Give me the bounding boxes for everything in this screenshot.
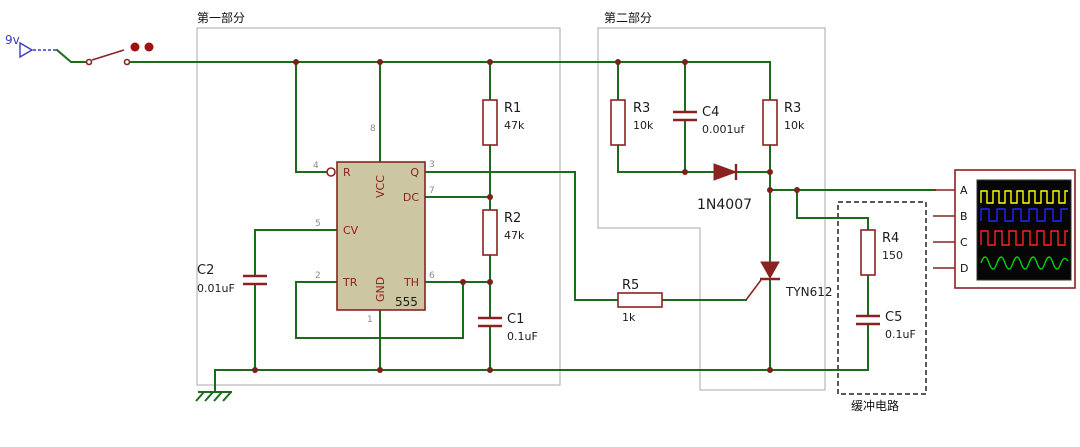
r4-value: 150 [882,249,903,262]
resistor-r5[interactable]: R5 1k [617,278,663,324]
resistor-r3a[interactable]: R3 10k [610,99,654,146]
switch-pole [85,58,93,66]
pin-label-dc: DC [403,191,419,204]
pin-number-3: 3 [429,160,435,170]
trace-green [980,256,1069,270]
power-label: 9v [5,33,20,47]
capacitor-c5[interactable]: C5 0.1uF [856,310,916,341]
ic-name: 555 [395,295,418,309]
diode-anode-icon [713,163,738,181]
scope-channel-c-label: C [960,236,968,249]
pin-number-8: 8 [370,124,376,134]
ground-symbol [195,370,232,402]
pin-number-6: 6 [429,271,435,281]
resistor-r3b[interactable]: R3 10k [762,99,805,146]
r2-value: 47k [504,229,525,242]
section-frames: 第一部分 第二部分 缓冲电路 [196,10,927,413]
oscilloscope[interactable]: A B C D [933,169,1076,289]
r3a-value: 10k [633,119,654,132]
r3b-value: 10k [784,119,805,132]
r5-ref: R5 [622,278,639,293]
scope-channel-a-label: A [960,184,968,197]
scr-triangle-icon [760,261,780,280]
pin-label-cv: CV [343,224,359,237]
r1-ref: R1 [504,101,521,116]
scope-screen [976,179,1072,281]
pin-number-7: 7 [429,186,435,196]
resistor-r1[interactable]: R1 47k [482,99,525,146]
power-source[interactable]: 9v [5,33,57,59]
r1-value: 47k [504,119,525,132]
pin-number-4: 4 [313,161,319,171]
part2-label: 第二部分 [604,10,652,25]
pin-label-vcc: VCC [374,175,387,198]
r2-ref: R2 [504,211,521,226]
scr-tyn612[interactable]: TYN612 [745,261,833,301]
resistor-r2[interactable]: R2 47k [482,209,525,256]
c5-value: 0.1uF [885,328,916,341]
trace-red [980,230,1068,246]
part1-label: 第一部分 [197,10,245,25]
c5-ref: C5 [885,310,902,325]
resistor-r4[interactable]: R4 150 [860,229,903,276]
r3a-ref: R3 [633,101,650,116]
r3b-ref: R3 [784,101,801,116]
ic-555[interactable]: R VCC Q DC CV TR GND TH 555 8 4 3 7 5 2 … [313,124,435,325]
r4-ref: R4 [882,231,899,246]
pin-label-gnd: GND [374,277,387,302]
switch-lever[interactable] [91,49,125,61]
pin-number-5: 5 [315,219,321,229]
scope-channel-b-label: B [960,210,968,223]
r5-value: 1k [622,311,636,324]
c1-ref: C1 [507,312,524,327]
part2-frame [597,27,826,391]
capacitor-c4[interactable]: C4 0.001uf [673,105,745,136]
pin-label-q: Q [410,166,419,179]
power-terminal-icon [19,41,34,59]
switch-throw [123,58,131,66]
scr-ref: TYN612 [785,285,833,299]
pin-number-2: 2 [315,271,321,281]
capacitor-c2[interactable]: C2 0.01uF [197,263,267,295]
junction-dots [252,59,800,373]
pin-label-tr: TR [342,276,358,289]
diode-1n4007[interactable]: 1N4007 [697,163,752,213]
switch-indicator-dot [144,42,154,52]
scope-waveforms [980,190,1069,270]
pin-label-th: TH [403,276,419,289]
reset-bubble-icon [326,167,336,177]
ic-body[interactable] [336,161,426,311]
power-switch[interactable] [85,42,154,66]
scr-gate-lead [745,279,762,301]
scope-channel-d-label: D [960,262,968,275]
buffer-label: 缓冲电路 [851,398,899,413]
c4-value: 0.001uf [702,123,745,136]
c2-value: 0.01uF [197,282,235,295]
capacitor-c1[interactable]: C1 0.1uF [478,312,538,343]
c1-value: 0.1uF [507,330,538,343]
part1-frame [196,27,561,386]
trace-blue [980,208,1068,222]
buffer-frame [837,201,927,395]
pin-number-1: 1 [367,315,373,325]
c4-ref: C4 [702,105,719,120]
switch-indicator-dot [130,42,140,52]
trace-yellow [980,190,1068,204]
c2-ref: C2 [197,263,214,278]
diode-ref: 1N4007 [697,197,752,213]
pin-label-r: R [343,166,351,179]
